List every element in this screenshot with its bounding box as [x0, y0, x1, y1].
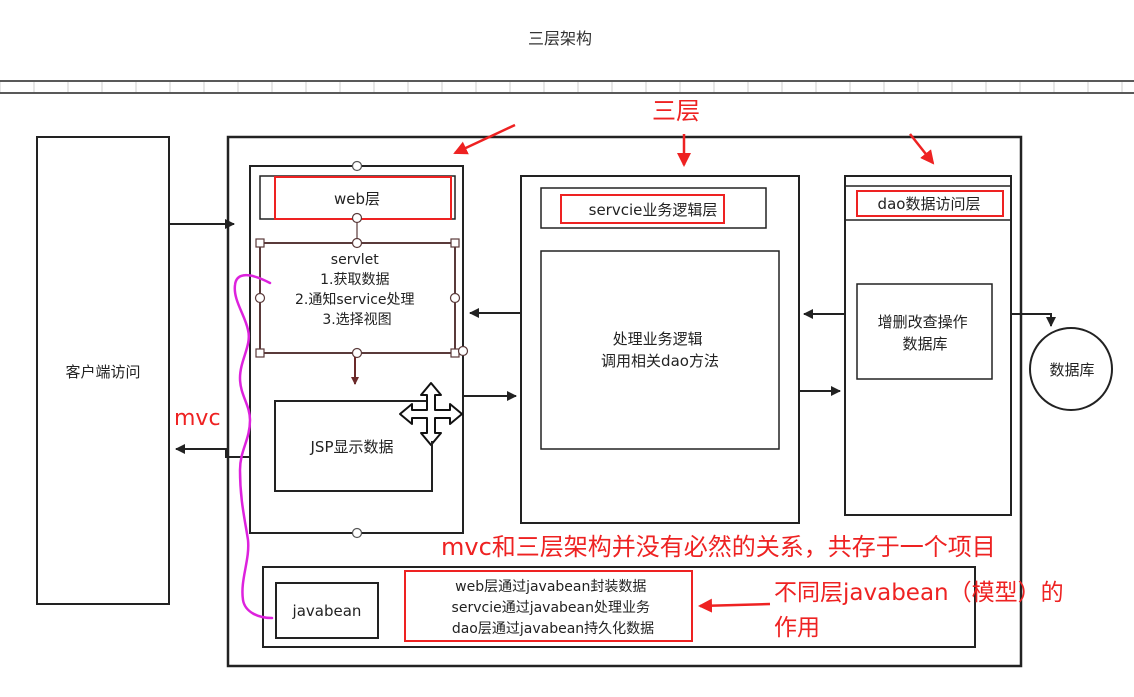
- red-arrow-web: [453, 123, 516, 155]
- javabean-role-line: 作用: [774, 615, 820, 641]
- top-ruler: [0, 80, 1134, 94]
- javabean-note: servcie通过javabean处理业务: [452, 600, 650, 616]
- servlet-selection-handles[interactable]: [254, 212, 469, 359]
- dao-body-line: 数据库: [902, 335, 947, 353]
- dao-body-box[interactable]: [856, 283, 993, 380]
- mvc-annotation: mvc: [174, 406, 221, 431]
- javabean-notes-box[interactable]: [404, 570, 693, 642]
- red-arrow-javabean: [698, 598, 771, 613]
- resize-handle[interactable]: [254, 292, 266, 304]
- jsp-label: JSP显示数据: [310, 438, 394, 456]
- resize-handle[interactable]: [255, 348, 265, 358]
- javabean-role-annotation: 不同层javabean（模型）的 作用: [774, 580, 1071, 641]
- resize-handle[interactable]: [255, 238, 265, 248]
- resize-handle[interactable]: [449, 292, 461, 304]
- javabean-label: javabean: [292, 602, 362, 620]
- dao-layer-highlight: [856, 190, 1004, 217]
- web-layer-highlight: [274, 176, 452, 220]
- resize-handle[interactable]: [351, 237, 363, 249]
- resize-handle[interactable]: [450, 348, 460, 358]
- service-body-line: 调用相关dao方法: [601, 352, 719, 370]
- red-arrow-dao: [909, 133, 935, 165]
- rotate-handle[interactable]: [351, 212, 363, 224]
- service-body-box[interactable]: [540, 250, 780, 450]
- system-container: [226, 135, 1023, 668]
- javabean-role-line: 不同层javabean（模型）的: [774, 580, 1064, 606]
- dao-body-text: 增删改查操作 数据库: [878, 313, 973, 353]
- servlet-line: servlet: [331, 252, 379, 268]
- three-layers-annotation: 三层: [652, 97, 700, 125]
- service-layer-highlight: [560, 194, 725, 224]
- servlet-text: servlet 1.获取数据 2.通知service处理 3.选择视图: [295, 252, 419, 328]
- page-title: 三层架构: [528, 29, 592, 48]
- client-box[interactable]: [36, 136, 170, 605]
- servlet-line: 1.获取数据: [320, 272, 389, 288]
- mvc-bracket: [233, 274, 274, 620]
- service-body-text: 处理业务逻辑 调用相关dao方法: [601, 330, 719, 370]
- client-label: 客户端访问: [65, 363, 140, 381]
- servlet-line: 3.选择视图: [322, 312, 391, 328]
- red-annotations: 三层 mvc mvc和三层架构并没有必然的关系，共存于一个项目 不同层javab…: [174, 97, 1071, 641]
- resize-handle[interactable]: [457, 345, 469, 357]
- web-layer-title: web层: [334, 190, 380, 208]
- javabean-note: dao层通过javabean持久化数据: [452, 621, 654, 637]
- javabean-notes: web层通过javabean封装数据 servcie通过javabean处理业务…: [452, 579, 655, 637]
- service-body-line: 处理业务逻辑: [613, 330, 703, 348]
- web-layer-handle-top[interactable]: [351, 160, 363, 172]
- database-label: 数据库: [1049, 361, 1094, 379]
- servlet-line: 2.通知service处理: [295, 291, 415, 308]
- dao-layer-header: [844, 185, 1012, 221]
- web-to-client-arrow: [175, 444, 250, 458]
- servlet-box[interactable]: [259, 242, 456, 354]
- dao-to-database-arrow: [1011, 313, 1056, 327]
- database-node[interactable]: [1029, 327, 1113, 411]
- relation-annotation: mvc和三层架构并没有必然的关系，共存于一个项目: [441, 533, 996, 561]
- dao-layer-title: dao数据访问层: [878, 195, 981, 213]
- flow-arrows: [170, 219, 1056, 491]
- web-layer-handle-bottom[interactable]: [351, 527, 363, 539]
- resize-handle[interactable]: [450, 238, 460, 248]
- resize-handle[interactable]: [351, 347, 363, 359]
- javabean-note: web层通过javabean封装数据: [455, 579, 646, 595]
- dao-body-line: 增删改查操作: [878, 313, 968, 331]
- javabean-box[interactable]: [275, 582, 379, 639]
- service-layer-header: [540, 187, 767, 229]
- service-layer-title: servcie业务逻辑层: [589, 201, 718, 219]
